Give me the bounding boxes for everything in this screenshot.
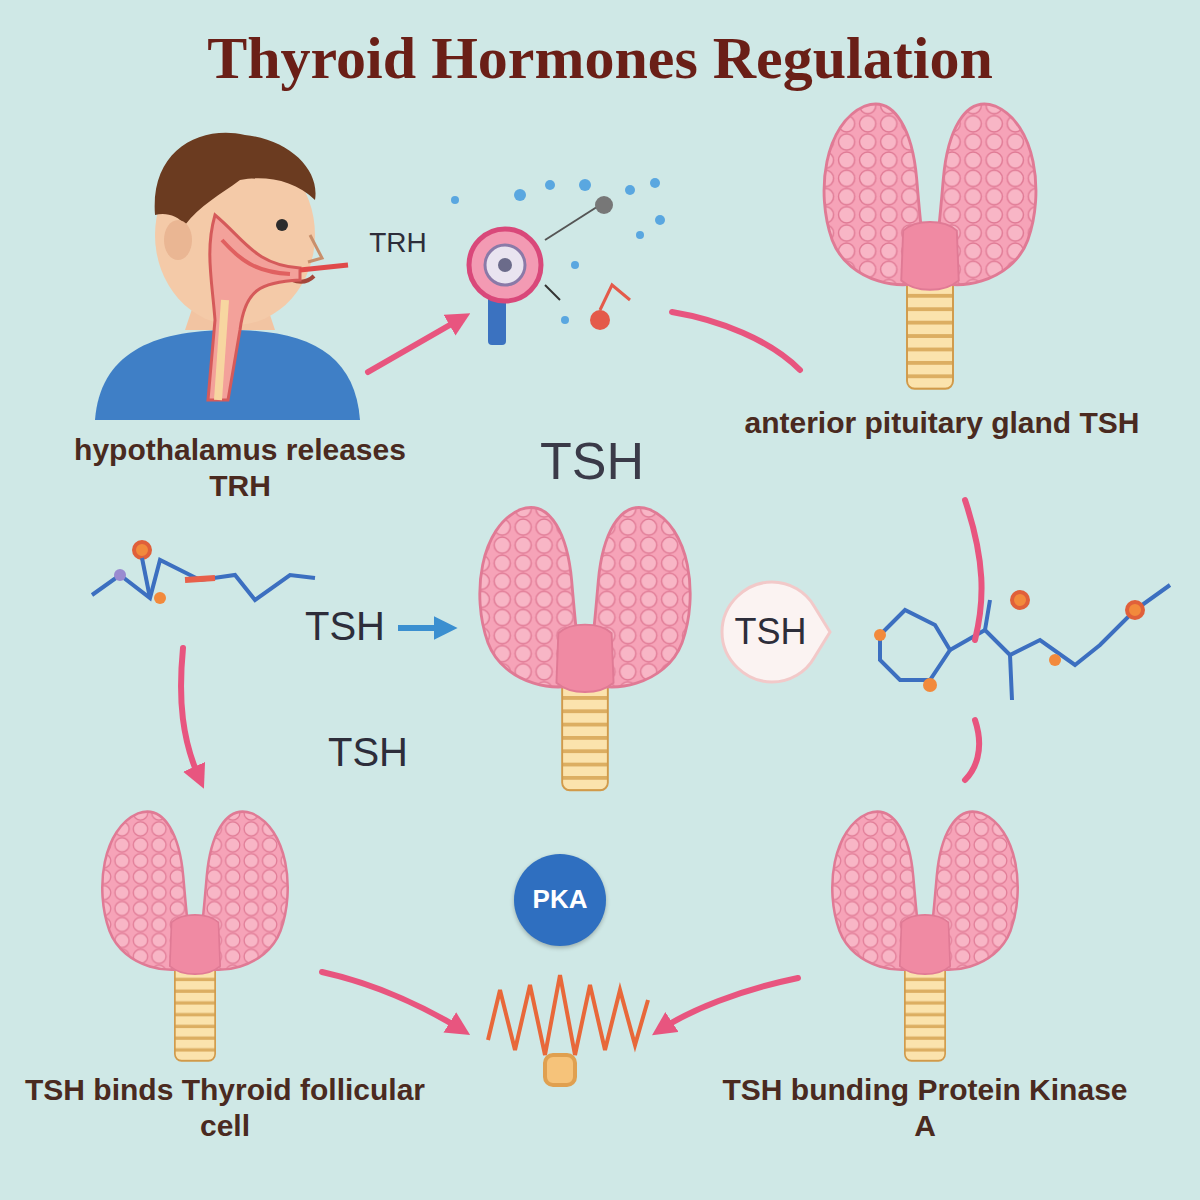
step-caption: hypothalamus releases TRH [45, 432, 435, 504]
thyroid-figure [102, 812, 287, 1061]
step-caption: TSH bunding Protein Kinase A [715, 1072, 1135, 1144]
person-figure [95, 133, 360, 420]
hormone-label: TRH [353, 226, 443, 260]
molecule [92, 542, 1170, 700]
hormone-label: TSH [295, 602, 395, 650]
receptor-coil [488, 975, 648, 1085]
step-caption: anterior pituitary gland TSH [732, 405, 1152, 441]
thyroid-figure [824, 104, 1036, 389]
thyroid-figure [832, 812, 1017, 1061]
node-text: PKA [533, 884, 588, 915]
step-caption: TSH binds Thyroid follicular cell [15, 1072, 435, 1144]
arrow-badge: TSH [718, 578, 833, 686]
hormone-label: TSH [512, 430, 672, 492]
receptor-icon [451, 178, 665, 345]
hormone-label: TSH [313, 728, 423, 776]
enzyme-circle: PKA [514, 854, 606, 946]
flow-arrow [398, 625, 448, 631]
node-text: TSH [735, 610, 807, 653]
diagram-title: Thyroid Hormones Regulation [0, 24, 1200, 93]
thyroid-figure [480, 508, 690, 791]
